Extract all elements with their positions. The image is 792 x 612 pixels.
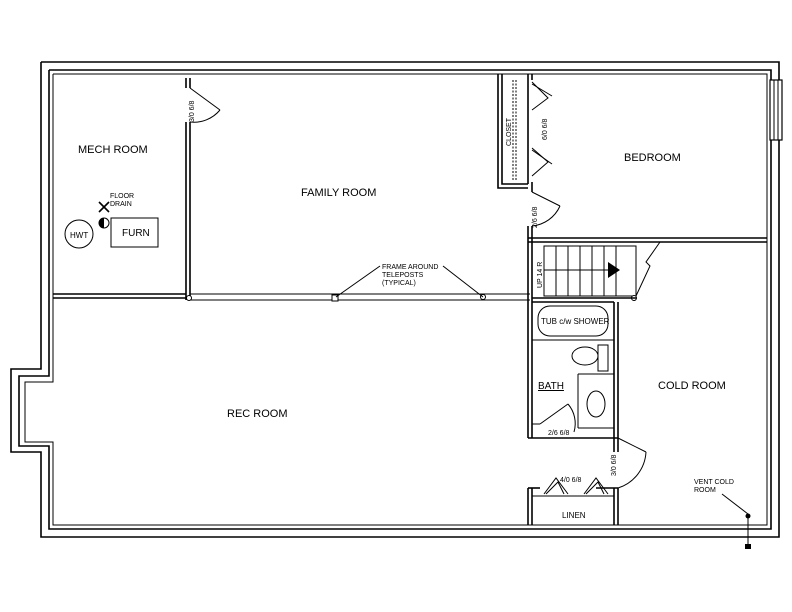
label-bedroom: BEDROOM xyxy=(624,152,681,164)
label-hwt: HWT xyxy=(70,231,88,240)
note-teleposts-3: (TYPICAL) xyxy=(382,280,416,287)
beam-line xyxy=(190,293,530,301)
sink xyxy=(586,390,606,418)
linen-doors[interactable] xyxy=(543,477,609,495)
bedroom-walls xyxy=(527,226,767,298)
label-tub: TUB c/w SHOWER xyxy=(541,317,610,326)
door-label-bedroom: 2/6 6/8 xyxy=(532,206,539,228)
teleposts xyxy=(331,265,486,302)
mech-room-walls xyxy=(53,78,192,301)
label-closet: CLOSET xyxy=(506,117,513,146)
closet-walls xyxy=(497,74,533,192)
sump-icon xyxy=(98,217,110,229)
bedroom-door[interactable] xyxy=(531,191,561,227)
closet-doors[interactable] xyxy=(531,81,553,177)
label-cold-room: COLD ROOM xyxy=(658,380,726,392)
door-label-closet: 6/0 6/8 xyxy=(542,118,549,140)
label-rec-room: REC ROOM xyxy=(227,408,288,420)
exterior-walls xyxy=(10,61,780,538)
label-mech-room: MECH ROOM xyxy=(78,144,148,156)
note-teleposts-1: FRAME AROUND xyxy=(382,264,438,271)
furnace xyxy=(110,217,159,248)
bedroom-window xyxy=(769,79,783,141)
label-vent-2: ROOM xyxy=(694,487,716,494)
label-vent-1: VENT COLD xyxy=(694,479,734,486)
door-label-mech: 3/0 6/8 xyxy=(189,100,196,122)
hwt-tank xyxy=(64,219,94,249)
bathtub xyxy=(537,305,609,337)
floor-drain-icon xyxy=(98,201,110,213)
cold-room-door[interactable] xyxy=(613,437,647,489)
toilet xyxy=(571,344,609,372)
label-family-room: FAMILY ROOM xyxy=(301,187,376,199)
linen-walls xyxy=(527,487,619,525)
label-furn: FURN xyxy=(122,228,150,239)
door-label-bath: 2/6 6/8 xyxy=(548,430,570,437)
note-teleposts-2: TELEPOSTS xyxy=(382,272,424,279)
bath-walls xyxy=(527,297,636,439)
mech-door[interactable] xyxy=(189,87,221,123)
label-floor-drain-1: FLOOR xyxy=(110,193,134,200)
bath-door[interactable] xyxy=(532,403,576,433)
stairs[interactable] xyxy=(543,241,661,301)
label-linen: LINEN xyxy=(562,511,586,520)
vent-icon xyxy=(721,493,751,549)
label-stairs: UP 14 R xyxy=(537,262,544,288)
label-floor-drain-2: DRAIN xyxy=(110,201,132,208)
door-label-linen: 4/0 6/8 xyxy=(560,477,582,484)
door-label-cold-room: 3/0 6/8 xyxy=(611,454,618,476)
label-bath: BATH xyxy=(538,381,564,392)
